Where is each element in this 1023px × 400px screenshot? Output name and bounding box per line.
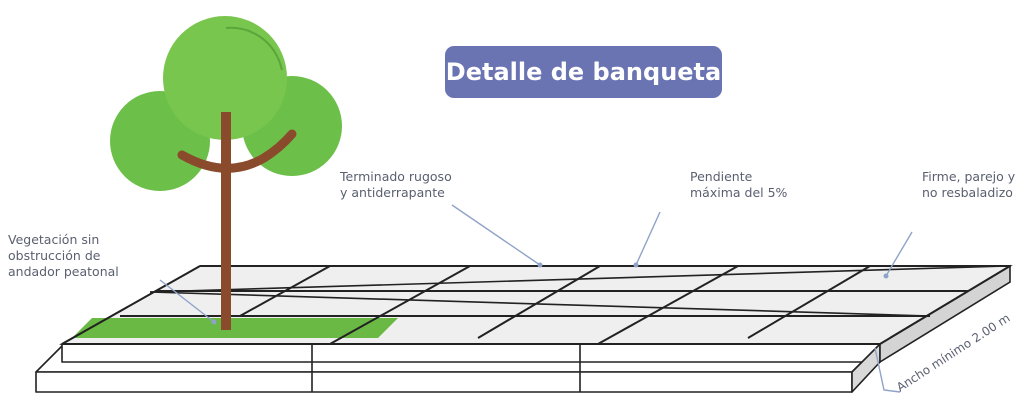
grid-cross-3 [879,265,1011,345]
grid-cross-0b [239,265,331,317]
curb-upper-front [61,343,881,363]
sidewalk-surface [58,264,1013,364]
leader-vegetation [159,279,215,323]
label-slope: Pendiente máxima del 5% [690,169,787,201]
label-vegetation-line-1: Vegetación sin [8,232,100,247]
label-texture-line-1: Terminado rugoso [340,169,452,184]
label-surface: Firme, parejo y no resbaladizo [922,169,1015,201]
grid-cross-1 [329,265,471,345]
label-texture-line-2: y antiderrapante [340,185,445,200]
tree [110,16,342,330]
tree-branch [177,129,297,173]
label-texture: Terminado rugoso y antiderrapante [340,169,452,201]
leader-texture [451,204,541,266]
grid-cross-1b [477,265,601,339]
label-vegetation-line-3: andador peatonal [8,264,119,279]
tree-foliage-top [163,16,287,140]
curb-base [35,343,881,393]
label-slope-line-1: Pendiente [690,169,753,184]
label-vegetation-line-2: obstrucción de [8,248,101,263]
label-surface-line-1: Firme, parejo y [922,169,1016,184]
grid-cross-2 [597,265,739,345]
diagram-title: Detalle de banqueta [445,58,722,86]
slope-line-2 [149,291,931,317]
grass-patch [72,318,398,338]
title-badge: Detalle de banqueta [445,46,722,98]
leader-width [874,347,901,393]
leader-slope [635,211,661,266]
label-slope-line-2: máxima del 5% [690,185,788,200]
leader-surface [885,231,913,277]
tree-trunk [221,112,231,330]
curb-lower-front [35,371,853,393]
label-vegetation: Vegetación sin obstrucción de andador pe… [8,232,119,280]
grid-cross-0 [61,265,201,345]
slope-line-1 [149,265,1009,293]
label-surface-line-2: no resbaladizo [922,185,1013,200]
grid-cross-2b [747,265,871,339]
